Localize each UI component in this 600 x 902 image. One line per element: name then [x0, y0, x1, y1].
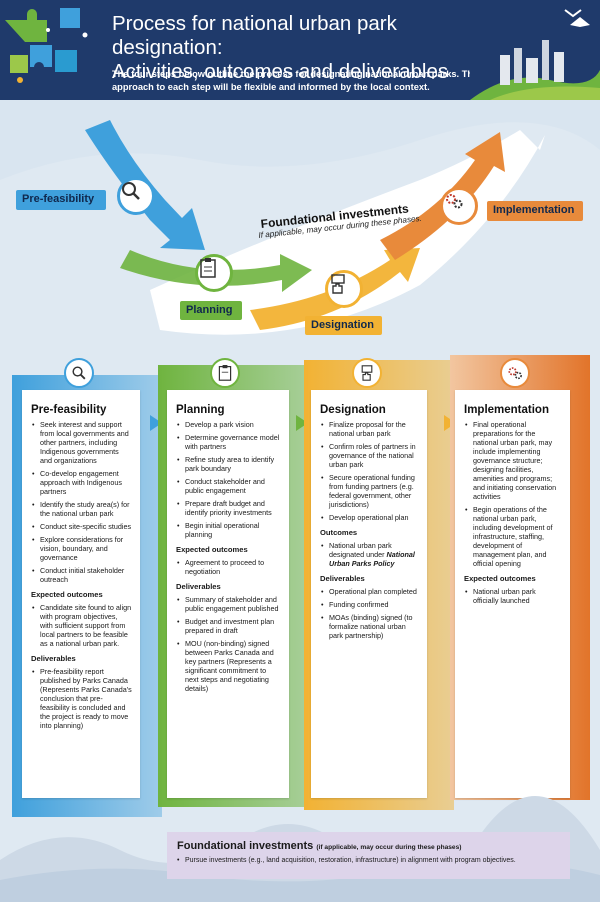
outcomes-heading: Expected outcomes [176, 545, 248, 554]
clipboard-icon [195, 254, 233, 292]
list-item: Begin initial operational planning [176, 521, 281, 539]
activities-list: Seek interest and support from local gov… [31, 420, 132, 584]
list-item: Identify the study area(s) for the natio… [31, 500, 132, 518]
outcomes-heading: Expected outcomes [31, 590, 103, 599]
column-designation: Designation Finalize proposal for the na… [311, 390, 427, 798]
deliverables-heading: Deliverables [320, 574, 365, 583]
title-line-2: Activities, outcomes and deliverables [112, 60, 449, 83]
step-label-planning: Planning [180, 301, 242, 320]
list-item: Summary of stakeholder and public engage… [176, 595, 281, 613]
foundational-box-title: Foundational investments [177, 840, 314, 852]
header: Process for national urban park designat… [0, 0, 600, 100]
list-item: National urban park designated under Nat… [320, 541, 419, 568]
outcomes-list: National urban park officially launched [464, 587, 562, 605]
list-item: Final operational preparations for the n… [464, 420, 562, 501]
activities-list: Develop a park vision Determine governan… [176, 420, 281, 539]
list-item: Prepare draft budget and identify priori… [176, 499, 281, 517]
list-item: Seek interest and support from local gov… [31, 420, 132, 465]
deliverables-heading: Deliverables [176, 582, 221, 591]
process-flow: Pre-feasibility Planning Designation Imp… [0, 100, 600, 360]
column-planning: Planning Develop a park vision Determine… [167, 390, 289, 798]
list-item: Develop a park vision [176, 420, 281, 429]
outcomes-list: National urban park designated under Nat… [320, 541, 419, 568]
outcome-text: National urban park designated under [329, 541, 392, 559]
outcomes-heading: Outcomes [320, 528, 358, 537]
deliverables-list: Operational plan completed Funding confi… [320, 587, 419, 640]
foundational-box-heading: Foundational investments (if applicable,… [177, 840, 560, 852]
magnifier-icon [117, 177, 155, 215]
city-art-right [470, 0, 600, 100]
list-item: Secure operational funding from funding … [320, 473, 419, 509]
outcomes-list: Agreement to proceed to negotiation [176, 558, 281, 576]
deliverables-list: Pre-feasibility report published by Park… [31, 667, 132, 730]
list-item: Agreement to proceed to negotiation [176, 558, 281, 576]
hand-icon [325, 270, 363, 308]
foundational-box-item: Pursue investments (e.g., land acquisiti… [177, 857, 560, 864]
deliverables-heading: Deliverables [31, 654, 76, 663]
step-label-implementation: Implementation [487, 201, 583, 221]
column-title: Designation [320, 404, 386, 416]
column-prefeasibility: Pre-feasibility Seek interest and suppor… [22, 390, 140, 798]
foundational-investments-box: Foundational investments (if applicable,… [167, 832, 570, 879]
list-item: Budget and investment plan prepared in d… [176, 617, 281, 635]
step-label-prefeasibility: Pre-feasibility [16, 190, 106, 210]
list-item: Determine governance model with partners [176, 433, 281, 451]
list-item: Operational plan completed [320, 587, 419, 596]
column-implementation: Implementation Final operational prepara… [455, 390, 570, 798]
list-item: Conduct stakeholder and public engagemen… [176, 477, 281, 495]
col-gears-icon [500, 358, 530, 388]
outcomes-heading: Expected outcomes [464, 574, 536, 583]
puzzle-art-left [0, 0, 100, 100]
list-item: Explore considerations for vision, bound… [31, 535, 132, 562]
list-item: MOAs (binding) signed (to formalize nati… [320, 613, 419, 640]
list-item: Funding confirmed [320, 600, 419, 609]
column-title: Pre-feasibility [31, 404, 107, 416]
list-item: Begin operations of the national urban p… [464, 505, 562, 568]
gears-icon [440, 187, 478, 225]
policy-name: National Urban Parks Policy [329, 550, 415, 568]
list-item: Candidate site found to align with progr… [31, 603, 132, 648]
col-clipboard-icon [210, 358, 240, 388]
outcomes-list: Candidate site found to align with progr… [31, 603, 132, 648]
column-title: Planning [176, 404, 225, 416]
activities-list: Final operational preparations for the n… [464, 420, 562, 568]
list-item: National urban park officially launched [464, 587, 562, 605]
col-hand-icon [352, 358, 382, 388]
col-magnifier-icon [64, 358, 94, 388]
activities-list: Finalize proposal for the national urban… [320, 420, 419, 522]
list-item: Conduct initial stakeholder outreach [31, 566, 132, 584]
orange-arrow [380, 132, 505, 260]
foundational-box-note: (if applicable, may occur during these p… [316, 844, 462, 851]
list-item: MOU (non-binding) signed between Parks C… [176, 639, 281, 693]
list-item: Refine study area to identify park bound… [176, 455, 281, 473]
list-item: Conduct site-specific studies [31, 522, 132, 531]
list-item: Co-develop engagement approach with Indi… [31, 469, 132, 496]
title-line-1: Process for national urban park designat… [112, 12, 397, 59]
deliverables-list: Summary of stakeholder and public engage… [176, 595, 281, 693]
list-item: Pre-feasibility report published by Park… [31, 667, 132, 730]
page-subtitle: The four steps below outline the process… [112, 69, 479, 92]
list-item: Confirm roles of partners in governance … [320, 442, 419, 469]
column-title: Implementation [464, 404, 549, 416]
page-title: Process for national urban park designat… [112, 12, 512, 84]
list-item: Develop operational plan [320, 513, 419, 522]
list-item: Finalize proposal for the national urban… [320, 420, 419, 438]
step-label-designation: Designation [305, 316, 382, 335]
